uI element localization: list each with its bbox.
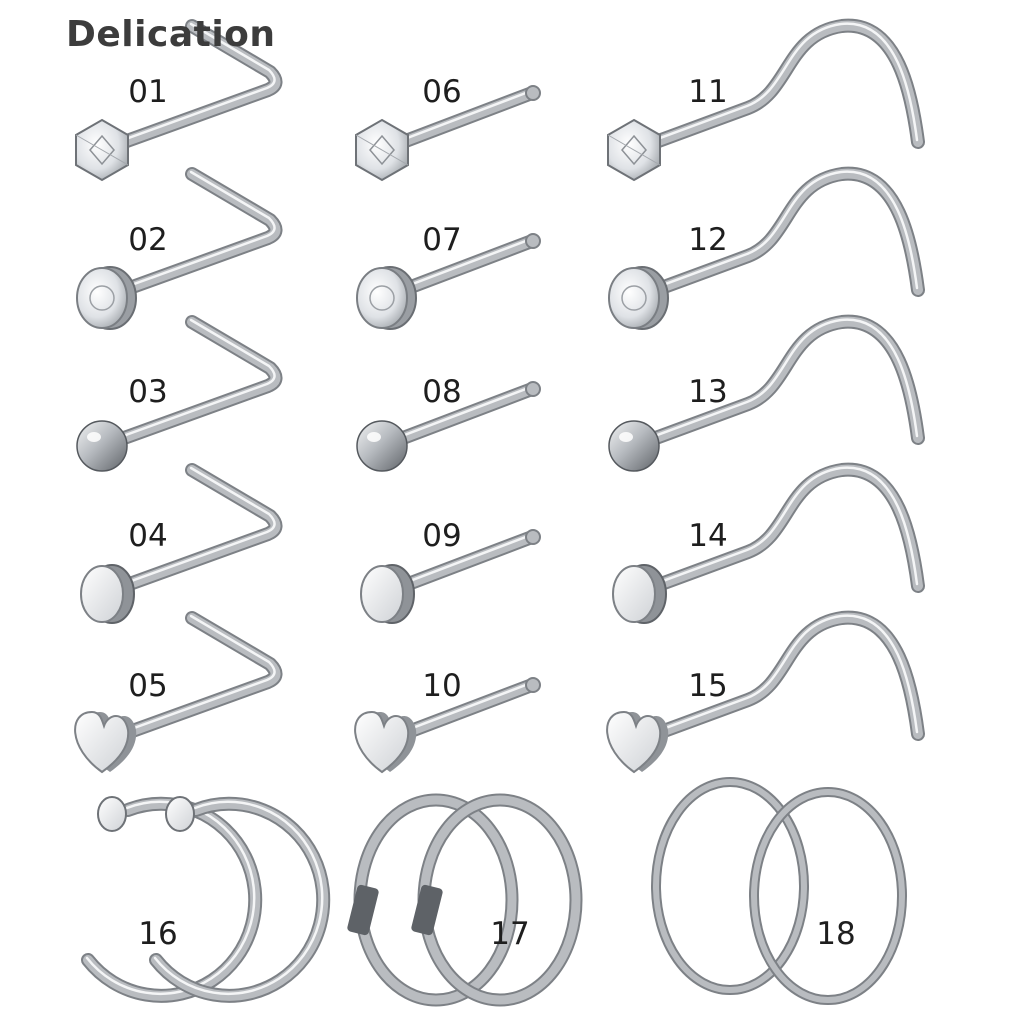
piece-01-gem-facet-line — [75, 134, 129, 166]
piece-12 — [608, 166, 925, 330]
item-number-05: 05 — [128, 668, 168, 704]
piece-06-gem-facet-line — [355, 134, 409, 166]
piece-12-gem-facet — [621, 285, 647, 311]
brand-watermark: Delication — [66, 14, 276, 55]
piece-10-heart-head — [354, 710, 410, 774]
piece-09-disc-head — [360, 565, 404, 623]
piece-05-wire-highlight — [99, 614, 276, 742]
piece-16-hoop-2-wire — [151, 798, 329, 1001]
item-number-11: 11 — [688, 74, 728, 110]
piece-14 — [612, 462, 925, 624]
piece-11-gem-facet-line — [607, 134, 661, 166]
piece-07 — [356, 233, 541, 330]
piece-08 — [356, 381, 541, 472]
piece-03 — [76, 315, 283, 472]
piece-16 — [81, 796, 331, 1003]
piece-18-hoop-2 — [751, 789, 905, 1003]
item-number-09: 09 — [422, 518, 462, 554]
piece-18 — [651, 777, 907, 1005]
piece-17 — [347, 793, 583, 1007]
piece-09-end-ball — [525, 529, 541, 545]
item-number-08: 08 — [422, 374, 462, 410]
piece-14-wire-highlight — [631, 466, 919, 594]
item-number-16: 16 — [138, 916, 178, 952]
piece-03-ball-head — [76, 420, 128, 472]
piece-13-wire-highlight — [631, 318, 919, 446]
piece-13-ball-head — [608, 420, 660, 472]
piece-06 — [355, 85, 541, 182]
piece-02-gem-facet — [89, 285, 115, 311]
piece-17-sleeve-2 — [411, 884, 443, 936]
item-number-14: 14 — [688, 518, 728, 554]
item-number-12: 12 — [688, 222, 728, 258]
piece-05 — [74, 611, 283, 774]
piece-03-ball-highlight — [87, 432, 101, 442]
piece-10 — [354, 677, 541, 774]
piece-12-bezel-gem-head — [608, 267, 660, 329]
piece-04 — [80, 463, 283, 624]
piece-02 — [76, 167, 283, 330]
piece-15-wire-highlight — [631, 614, 919, 742]
item-number-06: 06 — [422, 74, 462, 110]
piece-09 — [360, 529, 541, 624]
piece-07-end-ball — [525, 233, 541, 249]
piece-04-wire-highlight — [99, 466, 276, 594]
piece-01-wire-highlight — [99, 22, 276, 150]
piece-14-disc-head — [612, 565, 656, 623]
piece-02-wire-highlight — [99, 170, 276, 298]
piece-01 — [75, 19, 283, 182]
piece-08-ball-highlight — [367, 432, 381, 442]
item-number-13: 13 — [688, 374, 728, 410]
piece-08-wire — [377, 384, 537, 451]
piece-15-heart-head — [606, 710, 662, 774]
item-number-07: 07 — [422, 222, 462, 258]
item-number-04: 04 — [128, 518, 168, 554]
item-number-18: 18 — [816, 916, 856, 952]
piece-16-hoop-2-wire-highlight — [153, 800, 324, 995]
piece-18-hoop-1 — [653, 779, 807, 993]
item-number-15: 15 — [688, 668, 728, 704]
piece-13-ball-highlight — [619, 432, 633, 442]
piece-08-ball-head — [356, 420, 408, 472]
piece-02-bezel-gem-head — [76, 267, 128, 329]
piece-11 — [607, 18, 925, 182]
piece-16-disc-end-1 — [97, 796, 127, 832]
piece-05-heart-head — [74, 710, 130, 774]
piece-04-disc-head — [80, 565, 124, 623]
item-number-17: 17 — [490, 916, 530, 952]
item-number-01: 01 — [128, 74, 168, 110]
piece-11-wire-highlight — [631, 22, 919, 150]
piece-06-end-ball — [525, 85, 541, 101]
piece-10-end-ball — [525, 677, 541, 693]
item-number-03: 03 — [128, 374, 168, 410]
piece-13 — [608, 314, 925, 472]
item-number-10: 10 — [422, 668, 462, 704]
piece-03-wire-highlight — [99, 318, 276, 446]
piece-16-disc-end-2 — [165, 796, 195, 832]
piece-15 — [606, 610, 925, 774]
piece-08-end-ball — [525, 381, 541, 397]
piece-12-wire-highlight — [631, 170, 919, 298]
piece-08-wire-highlight — [379, 385, 533, 446]
piece-17-sleeve-1 — [347, 884, 379, 936]
piece-07-gem-facet — [369, 285, 395, 311]
piece-07-bezel-gem-head — [356, 267, 408, 329]
piece-17-hoop-2 — [419, 795, 581, 1005]
item-number-02: 02 — [128, 222, 168, 258]
